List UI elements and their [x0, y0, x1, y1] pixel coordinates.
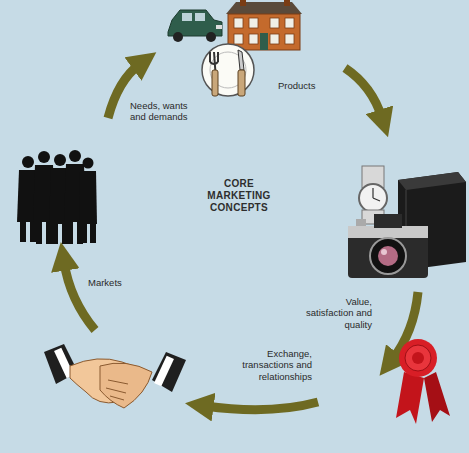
- stage-label: Value, satisfaction and quality: [302, 296, 372, 330]
- plate-icon: [202, 44, 254, 96]
- rosette-icon: [396, 339, 450, 424]
- diagram-title: CORE MARKETING CONCEPTS: [196, 178, 282, 214]
- handshake-icon: [44, 344, 186, 408]
- house-icon: [226, 0, 302, 50]
- stage-label: Markets: [88, 277, 138, 288]
- people-silhouettes: [17, 150, 97, 244]
- car-icon: [168, 10, 222, 42]
- stage-label: Products: [278, 80, 338, 91]
- camera-icon: [348, 214, 428, 278]
- stage-label: Exchange, transactions and relationships: [222, 348, 312, 382]
- stage-label: Needs, wants and demands: [130, 100, 202, 123]
